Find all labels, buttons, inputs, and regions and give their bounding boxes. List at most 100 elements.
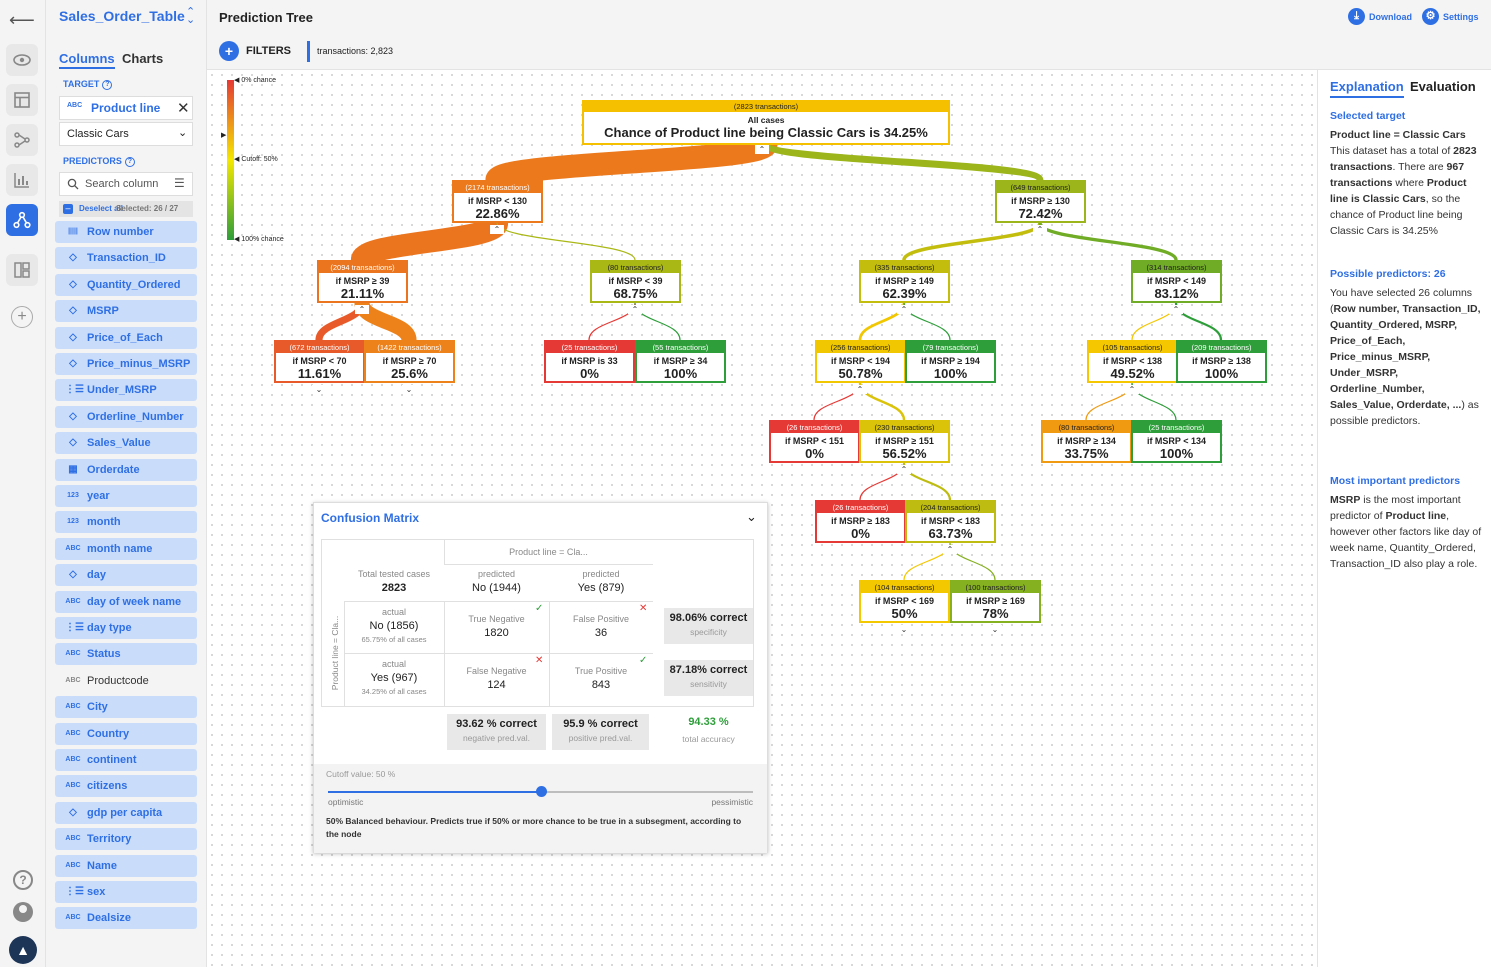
back-arrow-icon[interactable]: ⟵ bbox=[9, 10, 35, 30]
collapse-up-icon[interactable]: ⌃ bbox=[943, 545, 957, 554]
column-item[interactable]: ◇Price_minus_MSRP bbox=[55, 353, 197, 375]
root-node[interactable]: (2823 transactions) All cases Chance of … bbox=[582, 100, 950, 145]
cutoff-slider-handle[interactable] bbox=[535, 786, 547, 797]
clear-target-icon[interactable]: ✕ bbox=[177, 100, 190, 117]
collapse-up-icon[interactable]: ⌃ bbox=[1033, 225, 1047, 234]
filter-lines-icon[interactable]: ☰ bbox=[174, 176, 185, 190]
expand-down-icon[interactable]: ⌄ bbox=[988, 625, 1002, 634]
expand-down-icon[interactable]: ⌄ bbox=[897, 625, 911, 634]
settings-button[interactable]: ⚙Settings bbox=[1422, 8, 1479, 25]
text-type-icon: ABC bbox=[65, 676, 81, 684]
column-item[interactable]: ◇Sales_Value bbox=[55, 432, 197, 455]
collapse-up-icon[interactable]: ⌃ bbox=[755, 145, 769, 154]
user-icon[interactable] bbox=[13, 902, 33, 922]
target-column[interactable]: ABC Product line ✕ bbox=[59, 96, 193, 120]
prediction-tree-icon[interactable] bbox=[6, 204, 38, 236]
column-item-label: City bbox=[87, 701, 108, 714]
column-item[interactable]: ◇Quantity_Ordered bbox=[55, 273, 197, 296]
column-item[interactable]: ◇MSRP bbox=[55, 300, 197, 323]
deselect-all-button[interactable]: Deselect all bbox=[79, 204, 124, 213]
app-logo-icon[interactable]: ▲ bbox=[9, 936, 37, 964]
cutoff-slider[interactable] bbox=[328, 786, 753, 797]
bar-chart-icon[interactable] bbox=[6, 164, 38, 196]
expand-down-icon[interactable]: ⌄ bbox=[402, 385, 416, 394]
dashboard-icon[interactable] bbox=[6, 254, 38, 286]
column-item[interactable]: ⋮☰Under_MSRP bbox=[55, 379, 197, 402]
column-item[interactable]: ⋮☰sex bbox=[55, 881, 197, 903]
collapse-up-icon[interactable]: ⌃ bbox=[490, 225, 504, 234]
filters-button[interactable]: +FILTERS bbox=[219, 41, 291, 61]
expand-down-icon[interactable]: ⌄ bbox=[312, 385, 326, 394]
column-item[interactable]: ◇day bbox=[55, 564, 197, 587]
collapse-chevron-icon[interactable]: ⌄ bbox=[746, 509, 757, 524]
predictors-help-icon[interactable]: ? bbox=[124, 157, 135, 167]
target-value-select[interactable]: Classic Cars ⌄ bbox=[59, 122, 193, 146]
flow-graph-icon[interactable] bbox=[6, 124, 38, 156]
collapse-up-icon[interactable]: ⌃ bbox=[853, 385, 867, 394]
dataset-switch-icon[interactable]: ⌃⌄ bbox=[186, 6, 196, 26]
help-icon[interactable]: ? bbox=[13, 870, 33, 890]
tab-explanation[interactable]: Explanation bbox=[1330, 79, 1404, 98]
dataset-name[interactable]: Sales_Order_Table bbox=[59, 8, 185, 24]
add-icon[interactable]: + bbox=[11, 306, 33, 328]
deselect-checkbox[interactable]: – bbox=[63, 204, 73, 214]
download-button[interactable]: ⤓Download bbox=[1348, 8, 1412, 25]
tab-charts[interactable]: Charts bbox=[122, 51, 164, 66]
column-item[interactable]: |||||Row number bbox=[55, 221, 197, 243]
tab-evaluation[interactable]: Evaluation bbox=[1410, 79, 1476, 94]
column-item[interactable]: ⋮☰day type bbox=[55, 617, 197, 639]
collapse-up-icon[interactable]: ⌃ bbox=[1169, 305, 1183, 314]
collapse-up-icon[interactable]: ⌃ bbox=[1125, 385, 1139, 394]
preview-eye-icon[interactable] bbox=[6, 44, 38, 76]
node-condition: if MSRP < 183 bbox=[920, 516, 981, 526]
column-item[interactable]: ◇Price_of_Each bbox=[55, 326, 197, 349]
search-column-input[interactable]: Search column ☰ bbox=[59, 172, 193, 196]
table-layout-icon[interactable] bbox=[6, 84, 38, 116]
target-help-icon[interactable]: ? bbox=[102, 80, 113, 90]
collapse-up-icon[interactable]: ⌃ bbox=[897, 305, 911, 314]
column-item[interactable]: ▦Orderdate bbox=[55, 458, 197, 481]
collapse-up-icon[interactable]: ⌃ bbox=[355, 305, 369, 314]
collapse-up-icon[interactable]: ⌃ bbox=[628, 305, 642, 314]
tab-columns[interactable]: Columns bbox=[59, 51, 115, 69]
collapse-up-icon[interactable]: ⌃ bbox=[897, 465, 911, 474]
column-item[interactable]: ◇Transaction_ID bbox=[55, 247, 197, 270]
column-item[interactable]: ◇Orderline_Number bbox=[55, 405, 197, 428]
column-item[interactable]: ◇gdp per capita bbox=[55, 801, 197, 824]
